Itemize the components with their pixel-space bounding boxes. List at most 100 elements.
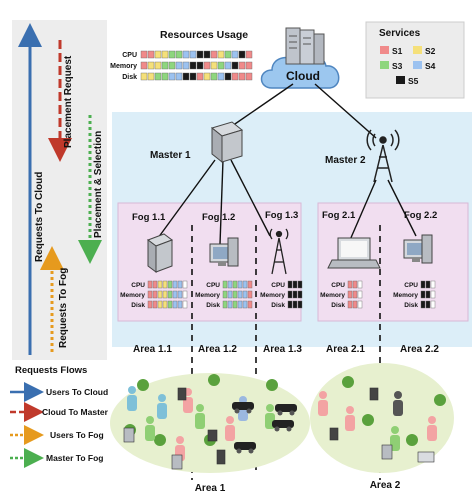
phone-icon — [216, 449, 226, 465]
fog-1-3-cpu: CPU — [271, 282, 285, 289]
fog-1-1-memory: Memory — [120, 292, 145, 299]
placement-request-label: Placement Request — [63, 55, 74, 148]
fog-2-2-disk: Disk — [404, 302, 418, 309]
user-icon — [427, 416, 437, 441]
tree-icon — [406, 434, 418, 446]
tree-icon — [154, 434, 166, 446]
area-1-label: Area 1 — [195, 483, 226, 494]
flow-cloud-to-master-label: Cloud To Master — [42, 407, 109, 417]
area-user-devices — [123, 374, 446, 470]
area-1-2-label: Area 1.2 — [198, 344, 237, 355]
user-icon — [393, 391, 403, 416]
car-icon — [272, 420, 294, 432]
tree-icon — [208, 374, 220, 386]
service-s2-label: S2 — [425, 46, 436, 56]
fog-1-1-label: Fog 1.1 — [132, 212, 166, 223]
fog-bar-row — [347, 300, 363, 309]
user-icon — [157, 394, 167, 419]
fog-bar-row — [420, 290, 436, 299]
cloud-label: Cloud — [286, 69, 320, 83]
phone-icon — [329, 427, 339, 441]
resources-label-disk: Disk — [122, 74, 137, 81]
cloud-resource-bars — [140, 50, 253, 81]
fog-bar-row — [147, 280, 188, 289]
master-1-server-icon — [210, 121, 244, 164]
fog-1-1-cpu: CPU — [131, 282, 145, 289]
user-icon — [195, 404, 205, 429]
area-2-label: Area 2 — [370, 480, 401, 491]
tree-icon — [137, 379, 149, 391]
tree-icon — [266, 379, 278, 391]
services-title: Services — [379, 28, 421, 39]
phone-icon — [177, 387, 187, 401]
fog-bar-row — [147, 300, 188, 309]
service-s1-label: S1 — [392, 46, 403, 56]
network-links — [157, 83, 417, 245]
master-2-label: Master 2 — [325, 155, 366, 166]
car-icon — [275, 404, 297, 416]
resources-label-cpu: CPU — [122, 52, 137, 59]
flow-master-to-fog-label: Master To Fog — [46, 453, 103, 463]
area-1-1-label: Area 1.1 — [133, 344, 172, 355]
fog-1-3-tower-icon — [269, 228, 289, 275]
cloud-node: Cloud — [260, 27, 340, 89]
flow-users-to-fog-label: Users To Fog — [50, 430, 104, 440]
user-icon — [225, 416, 235, 441]
fog-2-1-cpu: CPU — [331, 282, 345, 289]
services-legend — [365, 21, 465, 99]
desktop-device-icon — [171, 454, 183, 470]
service-s3-label: S3 — [392, 61, 403, 71]
user-icon — [145, 416, 155, 441]
desktop-device-icon — [123, 427, 135, 443]
fog-bar-row — [287, 290, 303, 299]
user-icon — [127, 386, 137, 411]
requests-to-cloud-label: Requests To Cloud — [34, 172, 45, 262]
fog-2-2-desktop-icon — [403, 234, 433, 264]
cloud-bar-row — [140, 61, 253, 70]
placement-selection-label: Placement & Selection — [93, 131, 104, 238]
car-icon — [234, 442, 256, 454]
area-2-1-label: Area 2.1 — [326, 344, 365, 355]
fog-1-2-memory: Memory — [195, 292, 220, 299]
fog-1-3-disk: Disk — [271, 302, 285, 309]
master-1-label: Master 1 — [150, 150, 191, 161]
service-s4-swatch — [413, 61, 422, 69]
fog-2-2-cpu: CPU — [404, 282, 418, 289]
service-s2-swatch — [413, 46, 422, 54]
fog-bar-row — [222, 280, 253, 289]
server-rack-icon — [285, 27, 301, 65]
fog-2-1-laptop-icon — [327, 237, 381, 269]
service-s5-label: S5 — [408, 76, 419, 86]
fog-bar-row — [420, 280, 436, 289]
resources-label-memory: Memory — [110, 63, 137, 70]
fog-2-1-disk: Disk — [331, 302, 345, 309]
fog-1-2-desktop-icon — [209, 237, 239, 267]
fog-1-3-memory: Memory — [260, 292, 285, 299]
fog-2-1-memory: Memory — [320, 292, 345, 299]
phone-icon — [369, 387, 379, 401]
flow-users-to-cloud-label: Users To Cloud — [46, 387, 108, 397]
cloud-bar-row — [140, 72, 253, 81]
fog-2-2-label: Fog 2.2 — [404, 210, 437, 221]
user-icon — [318, 391, 328, 416]
fog-2-1-label: Fog 2.1 — [322, 210, 356, 221]
request-flows-title: Requests Flows — [15, 365, 87, 376]
fog-1-2-label: Fog 1.2 — [202, 212, 235, 223]
cloud-bar-row — [140, 50, 253, 59]
fog-1-2-disk: Disk — [206, 302, 220, 309]
service-s5-swatch — [396, 76, 405, 84]
fog-bar-row — [420, 300, 436, 309]
fog-resource-bars — [147, 280, 436, 309]
fog-bar-row — [347, 280, 363, 289]
requests-to-fog-label: Requests To Fog — [58, 268, 69, 348]
fog-1-1-server-icon — [146, 233, 174, 273]
master-2-tower-icon — [366, 129, 400, 183]
tree-icon — [362, 414, 374, 426]
service-s1-swatch — [380, 46, 389, 54]
area-2-2-label: Area 2.2 — [400, 344, 439, 355]
fog-bar-row — [222, 300, 253, 309]
desktop-device-icon — [381, 444, 393, 460]
service-s4-label: S4 — [425, 61, 436, 71]
fog-bar-row — [222, 290, 253, 299]
phone-icon — [207, 429, 218, 442]
